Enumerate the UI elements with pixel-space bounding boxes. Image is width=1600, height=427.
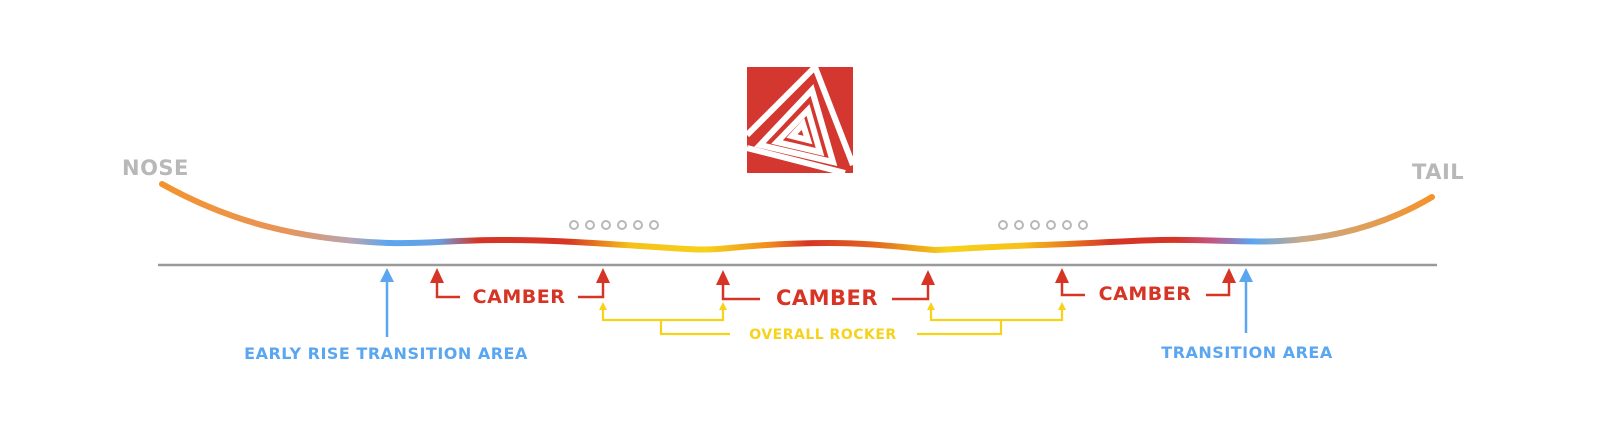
early-rise-label: EARLY RISE TRANSITION AREA <box>244 344 528 363</box>
camber-arrowhead <box>1055 268 1069 283</box>
insert-dots-left <box>569 220 659 230</box>
camber-left-bracket <box>435 280 605 299</box>
nose-label: NOSE <box>122 156 189 180</box>
insert-dot <box>649 220 659 230</box>
board-profile-curve <box>159 181 1435 254</box>
insert-dot <box>1014 220 1024 230</box>
early-rise-arrow <box>380 268 394 337</box>
transition-area-label: TRANSITION AREA <box>1161 343 1333 362</box>
camber-arrowhead <box>716 270 730 285</box>
insert-dots-right <box>998 220 1088 230</box>
rocker-arrowhead <box>719 302 727 310</box>
camber-right-label: CAMBER <box>1099 283 1192 305</box>
camber-arrowhead <box>596 268 610 283</box>
camber-center-bracket <box>721 282 930 301</box>
rocker-arrowhead <box>927 302 935 310</box>
overall-rocker-bracket <box>601 310 1064 336</box>
insert-dot <box>1030 220 1040 230</box>
camber-arrowhead <box>1222 268 1236 283</box>
camber-left-label: CAMBER <box>473 286 566 308</box>
insert-dot <box>1046 220 1056 230</box>
insert-dot <box>569 220 579 230</box>
insert-dot <box>998 220 1008 230</box>
rocker-arrowhead <box>599 302 607 310</box>
transition-arrow <box>1239 268 1253 333</box>
camber-right-bracket <box>1060 280 1231 297</box>
camber-arrowhead <box>430 268 444 283</box>
insert-dot <box>1078 220 1088 230</box>
camber-arrowhead <box>921 270 935 285</box>
brand-logo <box>747 67 853 173</box>
overall-rocker-label: OVERALL ROCKER <box>749 327 896 343</box>
rocker-arrowhead <box>1058 302 1066 310</box>
insert-dot <box>1062 220 1072 230</box>
insert-dot <box>617 220 627 230</box>
tail-label: TAIL <box>1412 160 1464 184</box>
insert-dot <box>633 220 643 230</box>
camber-center-label: CAMBER <box>776 286 878 310</box>
insert-dot <box>585 220 595 230</box>
insert-dot <box>601 220 611 230</box>
